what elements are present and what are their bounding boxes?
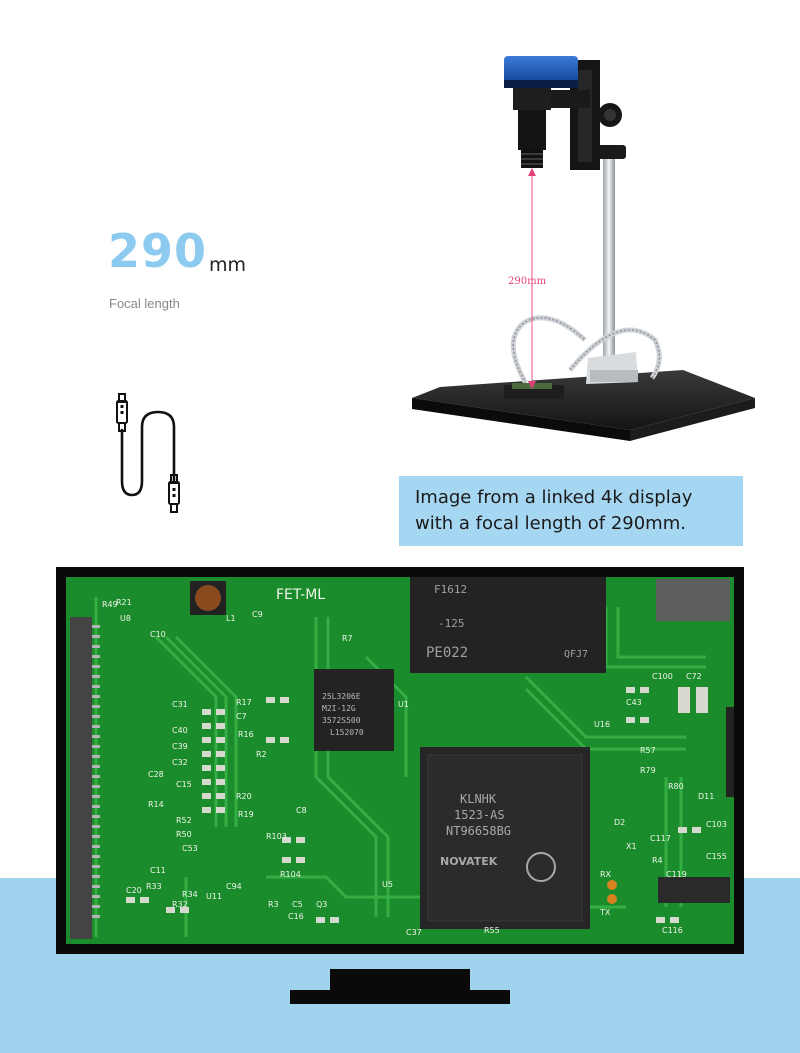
pcb-label-0: U8 — [120, 614, 131, 623]
pcb-label-12: R16 — [238, 730, 254, 739]
pcb-label-50: C103 — [706, 820, 727, 829]
pcb-label-19: R20 — [236, 792, 252, 801]
pcb-flash-line-2: M2I-12G — [322, 704, 356, 713]
pcb-chip-brand: NOVATEK — [440, 855, 498, 868]
pcb-label-36: R3 — [268, 900, 279, 909]
pcb-label-31: R34 — [182, 890, 198, 899]
pcb-ram-line-3: F1612 — [434, 583, 467, 596]
pcb-label-57: C119 — [666, 870, 687, 879]
pcb-label-29: C94 — [226, 882, 242, 891]
pcb-label-18: C15 — [176, 780, 192, 789]
pcb-label-43: C100 — [652, 672, 673, 681]
pcb-label-1: R49 — [102, 600, 118, 609]
pcb-label-23: C8 — [296, 806, 307, 815]
focal-length-value: 290 — [108, 224, 208, 278]
pcb-label-15: C32 — [172, 758, 188, 767]
pcb-label-51: C117 — [650, 834, 671, 843]
pcb-chip-code-2: KLNHK — [460, 792, 497, 806]
pcb-label-17: R14 — [148, 800, 164, 809]
pcb-label-58: C116 — [662, 926, 683, 935]
pcb-label-52: X1 — [626, 842, 637, 851]
pcb-label-21: R50 — [176, 830, 192, 839]
pcb-label-42: C43 — [626, 698, 642, 707]
callout-line-1: Image from a linked 4k display — [415, 487, 693, 508]
pcb-label-8: C31 — [172, 700, 188, 709]
pcb-label-26: C11 — [150, 866, 166, 875]
pcb-label-25: C53 — [182, 844, 198, 853]
pcb-label-9: R17 — [236, 698, 252, 707]
pcb-label-56: C155 — [706, 852, 727, 861]
pcb-flash-line-3: 3572S500 — [322, 716, 361, 725]
pcb-label-44: C72 — [686, 672, 702, 681]
pcb-label-16: C28 — [148, 770, 164, 779]
pcb-silk-fet: FET-ML — [276, 587, 325, 603]
pcb-label-33: R32 — [172, 900, 188, 909]
pcb-label-45: R57 — [640, 746, 656, 755]
pcb-label-32: U11 — [206, 892, 222, 901]
pcb-label-6: R7 — [342, 634, 353, 643]
pcb-label-37: C5 — [292, 900, 303, 909]
pcb-label-10: C7 — [236, 712, 247, 721]
pcb-flash-line-4: L152070 — [330, 728, 364, 737]
pcb-label-4: L1 — [226, 614, 236, 623]
pcb-magnified-image: 25L3206E M2I-12G 3572S500 L152070 PE022 … — [66, 577, 734, 944]
pcb-label-27: R104 — [280, 870, 301, 879]
pcb-label-38: Q3 — [316, 900, 327, 909]
pcb-label-30: C20 — [126, 886, 142, 895]
distance-label: 290mm — [508, 276, 547, 287]
pcb-label-48: D11 — [698, 792, 714, 801]
focal-length-unit: mm — [209, 254, 247, 276]
pcb-label-49: D2 — [614, 818, 625, 827]
pcb-label-22: R19 — [238, 810, 254, 819]
pcb-label-55: TX — [599, 908, 611, 917]
pcb-chip-model: NT96658BG — [446, 824, 511, 838]
hdmi-cable-icon — [116, 393, 180, 513]
pcb-label-47: R80 — [668, 782, 684, 791]
pcb-label-53: R4 — [652, 856, 663, 865]
pcb-label-5: C9 — [252, 610, 263, 619]
pcb-label-2: R21 — [116, 598, 132, 607]
monitor-frame: 25L3206E M2I-12G 3572S500 L152070 PE022 … — [56, 567, 744, 954]
pcb-label-40: C37 — [406, 928, 422, 937]
focal-length-caption: Focal length — [109, 296, 180, 311]
microscope-product-photo: 290mm — [412, 56, 755, 441]
pcb-label-34: U5 — [382, 880, 393, 889]
pcb-ram-line-4: QFJ7 — [564, 649, 588, 660]
pcb-label-35: C16 — [288, 912, 304, 921]
pcb-label-3: C10 — [150, 630, 166, 639]
pcb-label-13: C39 — [172, 742, 188, 751]
pcb-label-54: RX — [600, 870, 612, 879]
pcb-label-39: R55 — [484, 926, 500, 935]
pcb-ram-line-1: PE022 — [426, 645, 468, 661]
pcb-label-11: C40 — [172, 726, 188, 735]
pcb-ram-line-2: -125 — [438, 617, 465, 630]
pcb-flash-line-1: 25L3206E — [322, 692, 361, 701]
pcb-label-24: R103 — [266, 832, 287, 841]
pcb-chip-code-1: 1523-AS — [454, 808, 505, 822]
pcb-label-46: R79 — [640, 766, 656, 775]
pcb-label-41: U16 — [594, 720, 610, 729]
pcb-label-14: R2 — [256, 750, 267, 759]
monitor-stand-base — [290, 990, 510, 1004]
pcb-label-7: U1 — [398, 700, 409, 709]
pcb-label-20: R52 — [176, 816, 192, 825]
callout-box: Image from a linked 4k display with a fo… — [399, 476, 743, 546]
pcb-label-28: R33 — [146, 882, 162, 891]
monitor-stand-neck — [330, 969, 470, 991]
callout-line-2: with a focal length of 290mm. — [415, 513, 686, 534]
